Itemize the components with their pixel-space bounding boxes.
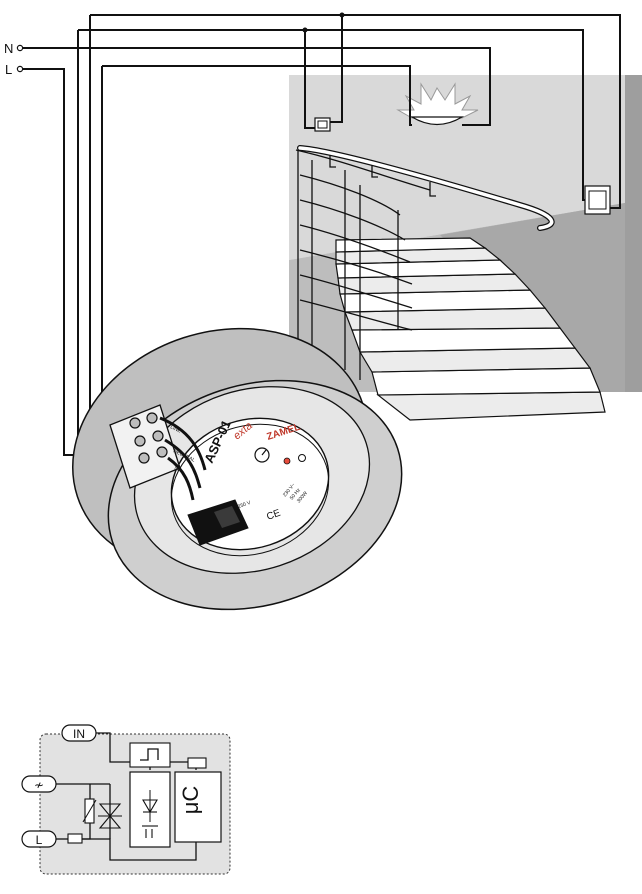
fuse-icon <box>67 833 83 844</box>
balustrade <box>295 149 431 380</box>
terminal-l-label: L <box>36 833 43 847</box>
handrail <box>297 145 555 231</box>
wire-label-line: LINE <box>169 424 182 434</box>
internal-schematic: IN ≁ L <box>21 724 231 875</box>
wall-edge <box>625 75 642 392</box>
ce-mark: CE <box>265 508 282 523</box>
staircase-illustration <box>289 75 642 421</box>
wire-label-in: IN <box>173 465 180 473</box>
microcontroller-block <box>174 771 222 843</box>
input-block <box>129 742 171 768</box>
bulb-icon <box>298 454 306 462</box>
terminal-load-label: ≁ <box>34 778 44 792</box>
push-button-upper <box>314 117 331 132</box>
button-feed-top <box>342 14 621 209</box>
neutral-label: N <box>4 41 13 56</box>
upper-wall <box>289 75 642 260</box>
flush-box: LINE NEUTRAL IN ASP-01 exta ZAMEL 230 V~… <box>72 327 403 611</box>
lamp-wire <box>102 65 412 126</box>
supply-terminals: N L <box>4 41 24 77</box>
neutral-wire <box>21 47 491 126</box>
live-terminal-icon <box>16 65 24 73</box>
resistor-icon <box>187 757 207 769</box>
wall-shadow <box>440 200 642 392</box>
terminal-in-label: IN <box>73 727 85 741</box>
live-label: L <box>5 62 12 77</box>
ceiling-lamp <box>396 82 479 126</box>
microcontroller-label: μC <box>178 786 203 815</box>
switched-line <box>89 15 118 441</box>
lamp-shade <box>409 116 465 126</box>
led-indicator-icon <box>283 457 291 465</box>
neutral-terminal-icon <box>16 44 24 52</box>
button-return <box>78 29 585 201</box>
triac-icon <box>98 803 122 829</box>
